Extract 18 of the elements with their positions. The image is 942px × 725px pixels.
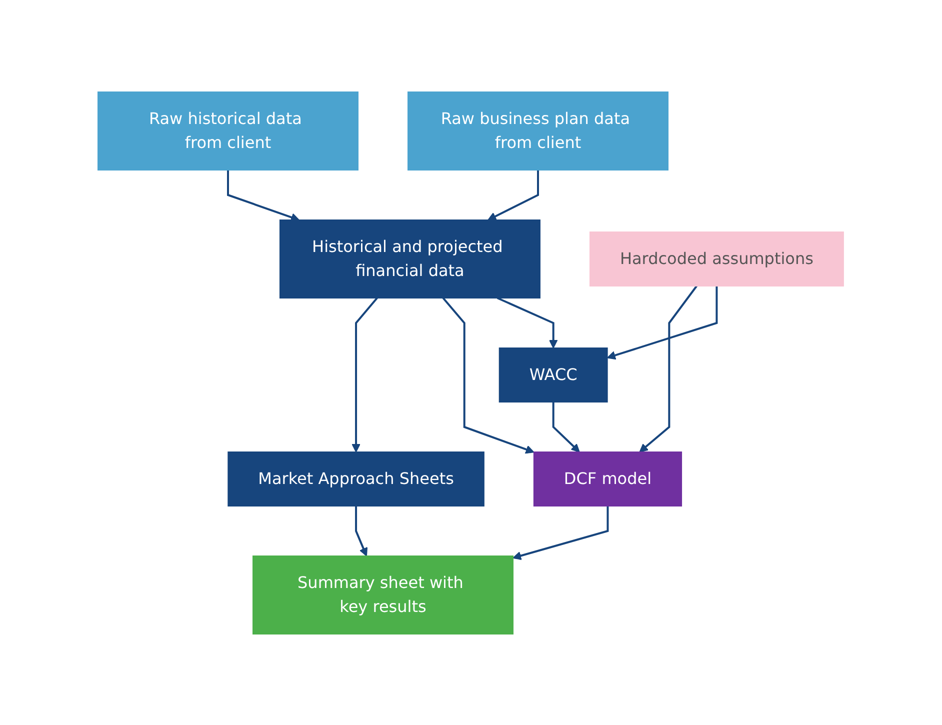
node-box: Summary sheet with key results bbox=[252, 555, 514, 634]
node-box: Historical and projected financial data bbox=[280, 219, 541, 298]
node-box: Raw historical data from client bbox=[98, 91, 359, 170]
arrow bbox=[355, 506, 368, 556]
node-box: Raw business plan data from client bbox=[408, 91, 669, 170]
arrow bbox=[352, 296, 378, 452]
arrow bbox=[488, 170, 540, 220]
arrow bbox=[512, 506, 609, 560]
node-box: DCF model bbox=[534, 451, 682, 506]
arrow bbox=[497, 296, 558, 348]
arrow bbox=[442, 296, 535, 454]
node-box: WACC bbox=[499, 347, 608, 402]
arrow bbox=[640, 284, 698, 452]
node-box: Hardcoded assumptions bbox=[590, 231, 844, 286]
arrow bbox=[227, 170, 300, 222]
node-box: Market Approach Sheets bbox=[228, 451, 485, 506]
arrow bbox=[552, 402, 580, 452]
arrow bbox=[607, 286, 718, 360]
